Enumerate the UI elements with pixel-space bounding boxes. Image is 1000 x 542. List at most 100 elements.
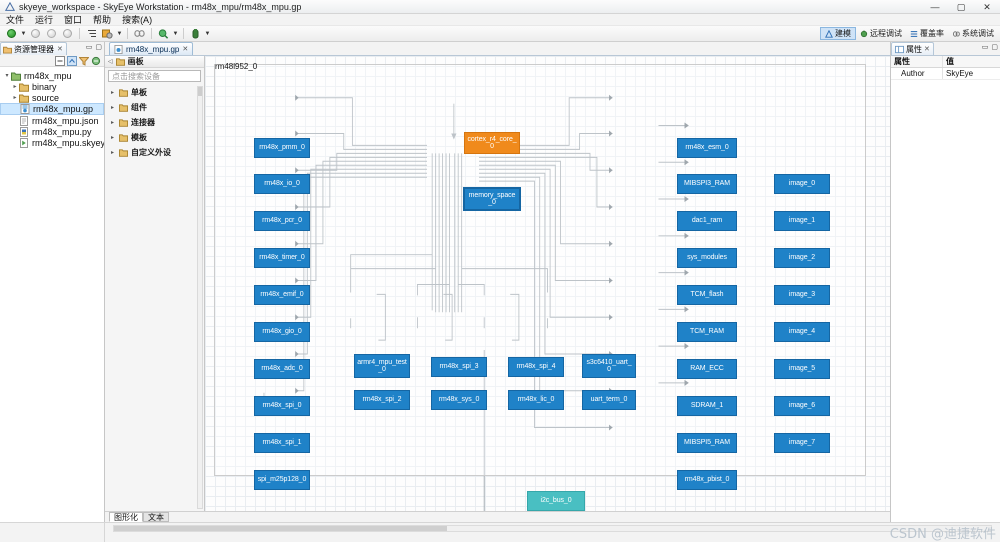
pause-button[interactable]: [44, 27, 59, 41]
collapse-all-icon[interactable]: [55, 55, 65, 66]
node-rm48x_adc_0[interactable]: rm48x_adc_0: [254, 359, 310, 379]
node-image_3[interactable]: image_3: [774, 285, 830, 305]
minimize-icon[interactable]: ▭: [981, 44, 989, 51]
view-menu-icon[interactable]: [91, 56, 101, 66]
perspective-system-debug[interactable]: 系统调试: [948, 27, 998, 40]
stop-button[interactable]: [60, 27, 75, 41]
twisty-icon[interactable]: ▸: [110, 149, 114, 156]
diagram-canvas-container[interactable]: rm48l952_0 cortex_r4_core_0 memory_space…: [205, 56, 890, 511]
tab-properties[interactable]: 属性 ✕: [891, 42, 934, 55]
node-rm48x_esm_0[interactable]: rm48x_esm_0: [677, 138, 737, 158]
menu-item-help[interactable]: 帮助: [93, 15, 112, 25]
menu-item-run[interactable]: 运行: [35, 15, 54, 25]
node-TCM_RAM[interactable]: TCM_RAM: [677, 322, 737, 342]
palette-search-input[interactable]: 点击搜索设备: [108, 70, 201, 82]
node-rm48x_emif_0[interactable]: rm48x_emif_0: [254, 285, 310, 305]
tree-item-rm48x_mpu-skyeye[interactable]: rm48x_mpu.skyeye: [0, 137, 104, 148]
board-rm48l952[interactable]: [214, 64, 866, 476]
node-SDRAM_1[interactable]: SDRAM_1: [677, 396, 737, 416]
node-image_5[interactable]: image_5: [774, 359, 830, 379]
twisty-icon[interactable]: ▸: [110, 89, 114, 96]
node-rm48x_spi_2[interactable]: rm48x_spi_2: [354, 390, 410, 410]
chevron-left-icon[interactable]: ◁: [108, 59, 113, 65]
tree-item-rm48x_mpu-py[interactable]: rm48x_mpu.py: [0, 126, 104, 137]
node-MIBSPI3_RAM[interactable]: MIBSPI3_RAM: [677, 174, 737, 194]
node-rm48x_spi_1[interactable]: rm48x_spi_1: [254, 433, 310, 453]
node-spi_m25p128_0[interactable]: spi_m25p128_0: [254, 470, 310, 490]
node-memory_space_0[interactable]: memory_space_0: [464, 188, 520, 210]
twisty-icon[interactable]: ▸: [110, 119, 114, 126]
node-uart_term_0[interactable]: uart_term_0: [582, 390, 636, 410]
maximize-button[interactable]: ▢: [956, 1, 966, 12]
node-image_0[interactable]: image_0: [774, 174, 830, 194]
node-image_6[interactable]: image_6: [774, 396, 830, 416]
properties-row-author[interactable]: Author SkyEye: [891, 68, 1000, 80]
node-i2c_bus_0[interactable]: i2c_bus_0: [527, 491, 585, 511]
run-button[interactable]: [4, 27, 19, 41]
menu-item-search[interactable]: 搜索(A): [122, 15, 153, 25]
node-TCM_flash[interactable]: TCM_flash: [677, 285, 737, 305]
twisty-icon[interactable]: ▸: [110, 104, 114, 111]
node-rm48x_sys_0[interactable]: rm48x_sys_0: [431, 390, 487, 410]
twisty-icon[interactable]: ▸: [13, 84, 17, 90]
node-cortex_r4_core_0[interactable]: cortex_r4_core_0: [464, 132, 520, 154]
properties-grid[interactable]: 属性 值 Author SkyEye: [891, 55, 1000, 522]
diagram-canvas[interactable]: rm48l952_0 cortex_r4_core_0 memory_space…: [205, 56, 890, 511]
close-icon[interactable]: ✕: [57, 46, 63, 53]
tree-item-rm48x_mpu[interactable]: ▾ rm48x_mpu: [0, 70, 104, 81]
minimize-icon[interactable]: ▭: [85, 44, 93, 51]
node-image_2[interactable]: image_2: [774, 248, 830, 268]
project-tree[interactable]: ▾ rm48x_mpu ▸ binary ▸ s: [0, 67, 104, 522]
twisty-icon[interactable]: ▸: [13, 95, 17, 101]
node-rm48x_spi_4[interactable]: rm48x_spi_4: [508, 357, 564, 377]
node-RAM_ECC[interactable]: RAM_ECC: [677, 359, 737, 379]
tree-item-source[interactable]: ▸ source: [0, 92, 104, 103]
perspective-coverage[interactable]: 覆盖率: [906, 27, 948, 40]
node-s3c6410_uart_0[interactable]: s3c6410_uart_0: [582, 354, 636, 378]
close-icon[interactable]: ✕: [924, 46, 930, 53]
run-dropdown-chevron-down-icon[interactable]: ▼: [20, 30, 27, 37]
menu-item-file[interactable]: 文件: [6, 15, 25, 25]
terminal-icon[interactable]: [188, 27, 203, 41]
link-icon[interactable]: [132, 27, 147, 41]
node-armr4_mpu_test_0[interactable]: armr4_mpu_test_0: [354, 354, 410, 378]
menu-item-window[interactable]: 窗口: [64, 15, 83, 25]
search-dropdown-chevron-down-icon[interactable]: ▼: [172, 30, 179, 37]
terminal-dropdown-chevron-down-icon[interactable]: ▼: [204, 30, 211, 37]
node-rm48x_spi_3[interactable]: rm48x_spi_3: [431, 357, 487, 377]
minimize-button[interactable]: —: [930, 1, 940, 12]
close-button[interactable]: ✕: [983, 1, 991, 12]
node-rm48x_pmm_0[interactable]: rm48x_pmm_0: [254, 138, 310, 158]
node-dac1_ram[interactable]: dac1_ram: [677, 211, 737, 231]
tree-item-rm48x_mpu-json[interactable]: rm48x_mpu.json: [0, 115, 104, 126]
link-editor-icon[interactable]: [67, 55, 77, 66]
debug-button[interactable]: [28, 27, 43, 41]
tab-rm48x_mpu-gp[interactable]: rm48x_mpu.gp ✕: [109, 42, 194, 55]
node-image_7[interactable]: image_7: [774, 433, 830, 453]
node-MIBSPI5_RAM[interactable]: MIBSPI5_RAM: [677, 433, 737, 453]
node-rm48x_pbist_0[interactable]: rm48x_pbist_0: [677, 470, 737, 490]
palette-group-connectors[interactable]: ▸ 连接器: [105, 116, 204, 128]
palette-group-custom-peripherals[interactable]: ▸ 自定义外设: [105, 146, 204, 158]
tree-item-rm48x_mpu-gp[interactable]: rm48x_mpu.gp: [0, 103, 104, 115]
twisty-icon[interactable]: ▾: [5, 73, 9, 79]
palette-header[interactable]: ◁ 画板: [105, 56, 204, 68]
twisty-icon[interactable]: ▸: [110, 134, 114, 141]
maximize-icon[interactable]: ▢: [991, 44, 998, 51]
node-rm48x_pcr_0[interactable]: rm48x_pcr_0: [254, 211, 310, 231]
maximize-icon[interactable]: ▢: [95, 44, 102, 51]
node-rm48x_gio_0[interactable]: rm48x_gio_0: [254, 322, 310, 342]
palette-scrollbar[interactable]: [197, 86, 203, 509]
build-gear-icon[interactable]: [100, 27, 115, 41]
tab-text-view[interactable]: 文本: [143, 512, 169, 522]
tab-project-explorer[interactable]: 资源管理器 ✕: [0, 42, 67, 55]
tree-item-binary[interactable]: ▸ binary: [0, 81, 104, 92]
outline-list-icon[interactable]: [84, 27, 99, 41]
search-icon[interactable]: [156, 27, 171, 41]
palette-group-boards[interactable]: ▸ 单板: [105, 86, 204, 98]
build-dropdown-chevron-down-icon[interactable]: ▼: [116, 30, 123, 37]
node-rm48x_spi_0[interactable]: rm48x_spi_0: [254, 396, 310, 416]
node-rm48x_io_0[interactable]: rm48x_io_0: [254, 174, 310, 194]
perspective-modeling[interactable]: 建模: [820, 27, 856, 40]
node-sys_modules[interactable]: sys_modules: [677, 248, 737, 268]
